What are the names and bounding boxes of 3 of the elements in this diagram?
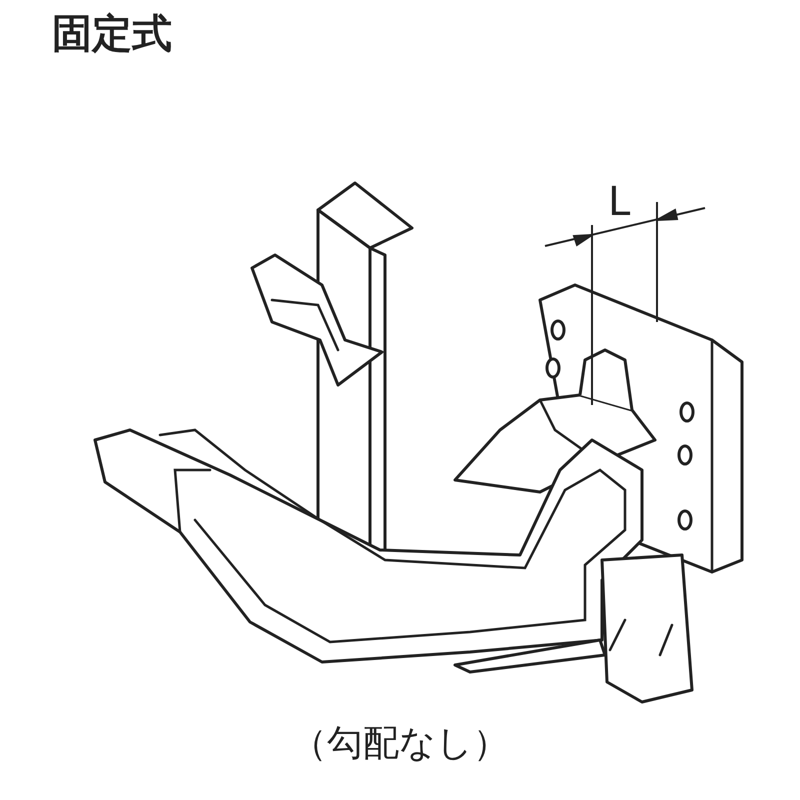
caption: （勾配なし） bbox=[290, 722, 510, 766]
title: 固定式 bbox=[52, 10, 172, 59]
dimension-label: L bbox=[608, 180, 630, 224]
